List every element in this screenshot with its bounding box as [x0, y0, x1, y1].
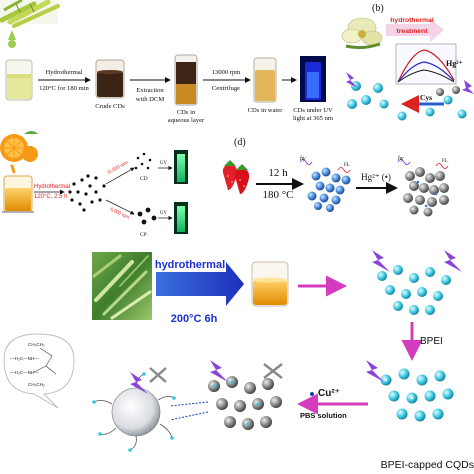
- lightning-icon-e5: [130, 372, 148, 394]
- time-12h-label: 12 h: [268, 167, 288, 179]
- chem-line-4: CH₂CH₂: [28, 382, 45, 387]
- step-hydrothermal-condition: 120°C for 180 min: [39, 85, 89, 92]
- strawberry-icon: [222, 160, 250, 194]
- hg-ion-label-d: Hg²⁺ (•): [361, 172, 391, 182]
- lightning-icon-e4: [210, 360, 228, 382]
- uv-label-1: CDs under UV: [293, 107, 333, 114]
- cp-particles: [137, 207, 157, 225]
- black-particle-cloud: [68, 174, 106, 212]
- crude-cds-label: Crude CDs: [95, 103, 125, 110]
- cyan-nanodot-cluster: [347, 81, 467, 121]
- step-dcm-label: with DCM: [136, 96, 165, 103]
- fluorescence-spectrum: [395, 43, 457, 85]
- hydrothermal-condition-c: 120°C, 2.5 h: [34, 194, 67, 200]
- hv-label-1: hγ: [300, 156, 306, 162]
- hydrothermal-label-c: Hydrothermal: [34, 184, 70, 190]
- uv-vial-cp: [174, 202, 188, 234]
- beaker-crude-cds: [95, 59, 125, 99]
- cd-label: CD: [140, 176, 148, 182]
- step-hydrothermal-label: Hydrothermal: [46, 69, 83, 76]
- flower-illustration: [341, 17, 383, 50]
- vial-cds-water: [253, 57, 277, 103]
- panel-c: Hydrothermal 120°C, 2.5 h 11,000 rpm 6,0…: [0, 131, 188, 238]
- lightning-icon: [346, 72, 474, 94]
- pbs-solution-label: PBS solution: [300, 411, 347, 420]
- hv-label-2: hγ: [398, 156, 404, 162]
- sugarcane-illustration: [0, 0, 60, 28]
- chem-line-1: CH₂CH₂: [28, 342, 45, 347]
- cys-label: Cys: [420, 93, 432, 102]
- quenched-cqd-cluster: [208, 376, 282, 430]
- rpm-6000-label: 6,000 rpm: [110, 206, 131, 220]
- uv-label-cp: UV: [160, 211, 167, 216]
- condition-200c-6h-label: 200°C 6h: [171, 313, 218, 325]
- quench-cross-icon: [263, 363, 283, 379]
- tube-aqueous-layer: [174, 54, 198, 106]
- blue-cd-cluster: [307, 167, 351, 212]
- step-centrifuge-label: Centrifuge: [212, 85, 240, 92]
- quench-cross-icon-2: [149, 367, 167, 383]
- hg-ion-label: Hg²⁺: [446, 59, 463, 68]
- vial-cds-uv: [300, 56, 326, 102]
- panel-e: hydrothermal 200°C 6h BPEI: [3, 250, 474, 471]
- panel-a: Hydrothermal 120°C for 180 min Crude CDs…: [0, 0, 334, 124]
- chem-line-3: —H₂C—NH—: [10, 370, 39, 375]
- step-rpm-label: 13000 rpm: [212, 69, 242, 76]
- step-extraction-label: Extraction: [136, 87, 164, 94]
- hydrothermal-arrow: hydrothermal 200°C 6h: [155, 259, 244, 325]
- treatment-arrow: hydrothermal treatment: [386, 17, 444, 42]
- uv-label-cd: UV: [160, 161, 167, 166]
- orange-fruit-icon: [0, 131, 38, 162]
- beaker-juice: [5, 59, 33, 101]
- aqueous-layer-label-1: CDs in: [177, 109, 196, 116]
- cp-label: CP: [140, 232, 147, 238]
- fl-label-2: FL: [442, 159, 448, 164]
- bpei-structure-bubble: CH₂CH₂ —H₂C—NH— —H₂C—NH— CH₂CH₂: [3, 333, 75, 409]
- bpei-capped-cluster: [380, 368, 454, 422]
- lightning-icon-e3: [366, 360, 384, 382]
- panel-b: (b) hydrothermal treatment Hg²⁺: [341, 3, 474, 121]
- leaf-photo: [92, 252, 152, 320]
- panel-b-label: (b): [372, 3, 384, 14]
- cds-in-water-label: CDs in water: [248, 107, 284, 114]
- gray-quenched-cluster: [403, 167, 449, 217]
- panel-d: (d) 12 h 180 °C hγ FL Hg²⁺ (•): [222, 137, 449, 217]
- temp-180c-label: 180 °C: [263, 189, 294, 201]
- uv-label-2: light at 365 nm: [293, 115, 334, 122]
- bpei-capped-cqds-label: BPEI-capped CQDs: [381, 459, 474, 471]
- lightning-icon-e1: [372, 250, 390, 272]
- uv-vial-cd: [174, 150, 188, 184]
- bpei-label: BPEI: [420, 336, 443, 347]
- hydrothermal-label-e: hydrothermal: [155, 259, 225, 271]
- lightning-icon-e2: [444, 250, 462, 272]
- beaker-cqds: [251, 261, 289, 307]
- beaker-orange-juice: [2, 175, 34, 213]
- treatment-label: treatment: [397, 28, 429, 35]
- fl-label-1: FL: [344, 163, 350, 168]
- aqueous-layer-label-2: aqueous layer: [168, 117, 205, 124]
- chem-line-2: —H₂C—NH—: [10, 356, 39, 361]
- cu-ion-label: Cu²⁺: [318, 388, 340, 399]
- cd-particles: [134, 152, 152, 170]
- cyan-cqd-cluster: [377, 265, 451, 315]
- panel-d-label: (d): [234, 137, 246, 148]
- juice-drop-icon: [8, 30, 16, 48]
- bpei-capped-sphere: [92, 372, 176, 452]
- hydrothermal-label: hydrothermal: [390, 17, 434, 24]
